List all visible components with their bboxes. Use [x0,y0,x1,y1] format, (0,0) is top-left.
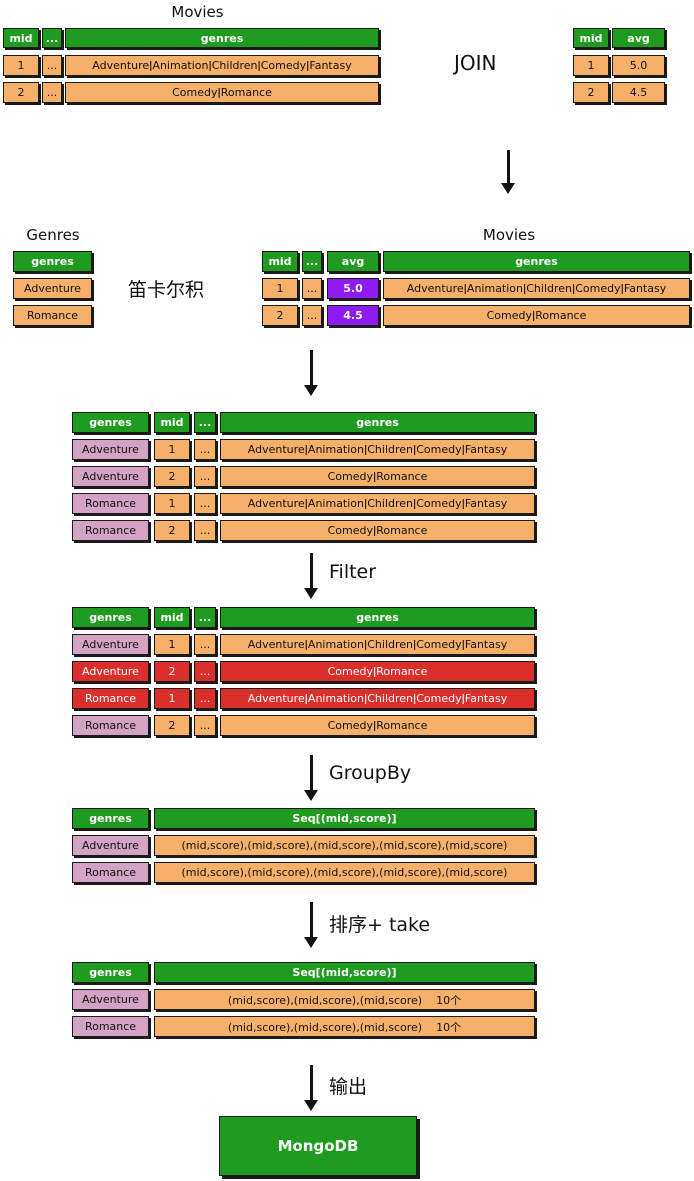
movies-col-ellipsis: ... [42,28,62,48]
product-row-mid: 2 [154,520,190,541]
joined-row-mid: 1 [262,278,298,299]
product-row-ellipsis: ... [194,439,216,460]
joined-col-genres: genres [383,251,690,272]
filter-row-movie-genres: ComedyǀRomance [220,715,535,736]
groupby-row-seq: (mid,score),(mid,score),(mid,score),(mid… [154,835,535,856]
movies-table-title: Movies [171,3,224,21]
joined-col-ellipsis: ... [302,251,322,272]
output-step-label: 输出 [329,1076,368,1098]
product-row-genre: Romance [72,520,149,541]
cartesian-product-label: 笛卡尔积 [128,279,205,301]
avg-row-avg: 5.0 [612,55,665,76]
product-row-genre: Adventure [72,466,149,487]
groupby-row-seq: (mid,score),(mid,score),(mid,score),(mid… [154,862,535,883]
genres-row: Adventure [13,278,92,299]
product-col-mid: mid [154,412,190,433]
product-row-movie-genres: AdventureǀAnimationǀChildrenǀComedyǀFant… [220,493,535,514]
joined-row-avg: 4.5 [327,305,379,326]
groupby-step-label: GroupBy [329,762,412,784]
movies-col-genres: genres [65,28,379,48]
avg-row-mid: 1 [573,55,609,76]
product-row-genre: Romance [72,493,149,514]
flow-arrow [304,902,318,948]
flow-arrow [304,553,318,599]
sorttake-row-genre: Romance [72,1016,149,1037]
avg-row-mid: 2 [573,82,609,103]
movies-row-genres: ComedyǀRomance [65,82,379,103]
filter-removed-row-genre: Romance [72,688,149,709]
filter-removed-row-ellipsis: ... [194,661,216,682]
filter-removed-row-genre: Adventure [72,661,149,682]
groupby-col-genres: genres [72,808,149,829]
product-row-movie-genres: AdventureǀAnimationǀChildrenǀComedyǀFant… [220,439,535,460]
groupby-col-seq: Seq[(mid,score)] [154,808,535,829]
product-row-movie-genres: ComedyǀRomance [220,466,535,487]
filter-col-movie-genres: genres [220,607,535,628]
filter-row-mid: 2 [154,715,190,736]
avg-row-avg: 4.5 [612,82,665,103]
product-row-ellipsis: ... [194,466,216,487]
genres-col: genres [13,251,92,272]
flow-arrow [304,350,318,396]
filter-row-genre: Adventure [72,634,149,655]
flow-arrow [501,150,515,194]
joined-row-ellipsis: ... [302,305,322,326]
filter-row-mid: 1 [154,634,190,655]
movies-row-ellipsis: ... [42,55,62,76]
avg-col-mid: mid [573,28,609,48]
movies-row-ellipsis: ... [42,82,62,103]
joined-col-avg: avg [327,251,379,272]
product-row-mid: 1 [154,493,190,514]
product-col-ellipsis: ... [194,412,216,433]
sorttake-row-seq: (mid,score),(mid,score),(mid,score) 10个 [154,1016,535,1037]
filter-row-movie-genres: AdventureǀAnimationǀChildrenǀComedyǀFant… [220,634,535,655]
filter-col-mid: mid [154,607,190,628]
movies-row-mid: 2 [3,82,39,103]
filter-removed-row-mid: 2 [154,661,190,682]
joined-row-genres: ComedyǀRomance [383,305,690,326]
flow-arrow [304,755,318,801]
joined-row-mid: 2 [262,305,298,326]
groupby-row-genre: Romance [72,862,149,883]
product-col-genres: genres [72,412,149,433]
product-row-mid: 1 [154,439,190,460]
filter-row-genre: Romance [72,715,149,736]
joined-row-ellipsis: ... [302,278,322,299]
genres-row: Romance [13,305,92,326]
product-row-mid: 2 [154,466,190,487]
sort-take-step-label: 排序+ take [329,914,431,936]
filter-removed-row-mid: 1 [154,688,190,709]
sorttake-row-seq: (mid,score),(mid,score),(mid,score) 10个 [154,989,535,1010]
sorttake-row-genre: Adventure [72,989,149,1010]
joined-col-mid: mid [262,251,298,272]
mongodb-sink: MongoDB [219,1116,417,1176]
filter-row-ellipsis: ... [194,715,216,736]
groupby-row-genre: Adventure [72,835,149,856]
filter-col-ellipsis: ... [194,607,216,628]
genres-table-title: Genres [26,226,80,244]
filter-step-label: Filter [329,561,377,583]
filter-removed-row-movie-genres: AdventureǀAnimationǀChildrenǀComedyǀFant… [220,688,535,709]
sorttake-col-genres: genres [72,962,149,983]
filter-removed-row-movie-genres: ComedyǀRomance [220,661,535,682]
sorttake-col-seq: Seq[(mid,score)] [154,962,535,983]
product-row-ellipsis: ... [194,493,216,514]
filter-row-ellipsis: ... [194,634,216,655]
product-row-movie-genres: ComedyǀRomance [220,520,535,541]
join-label: JOIN [454,51,497,75]
joined-row-genres: AdventureǀAnimationǀChildrenǀComedyǀFant… [383,278,690,299]
product-col-movie-genres: genres [220,412,535,433]
joined-movies-title: Movies [482,226,536,244]
product-row-genre: Adventure [72,439,149,460]
movies-row-genres: AdventureǀAnimationǀChildrenǀComedyǀFant… [65,55,379,76]
flow-arrow [304,1065,318,1111]
movies-row-mid: 1 [3,55,39,76]
movies-col-mid: mid [3,28,39,48]
joined-row-avg: 5.0 [327,278,379,299]
filter-removed-row-ellipsis: ... [194,688,216,709]
product-row-ellipsis: ... [194,520,216,541]
avg-col-avg: avg [612,28,665,48]
filter-col-genres: genres [72,607,149,628]
